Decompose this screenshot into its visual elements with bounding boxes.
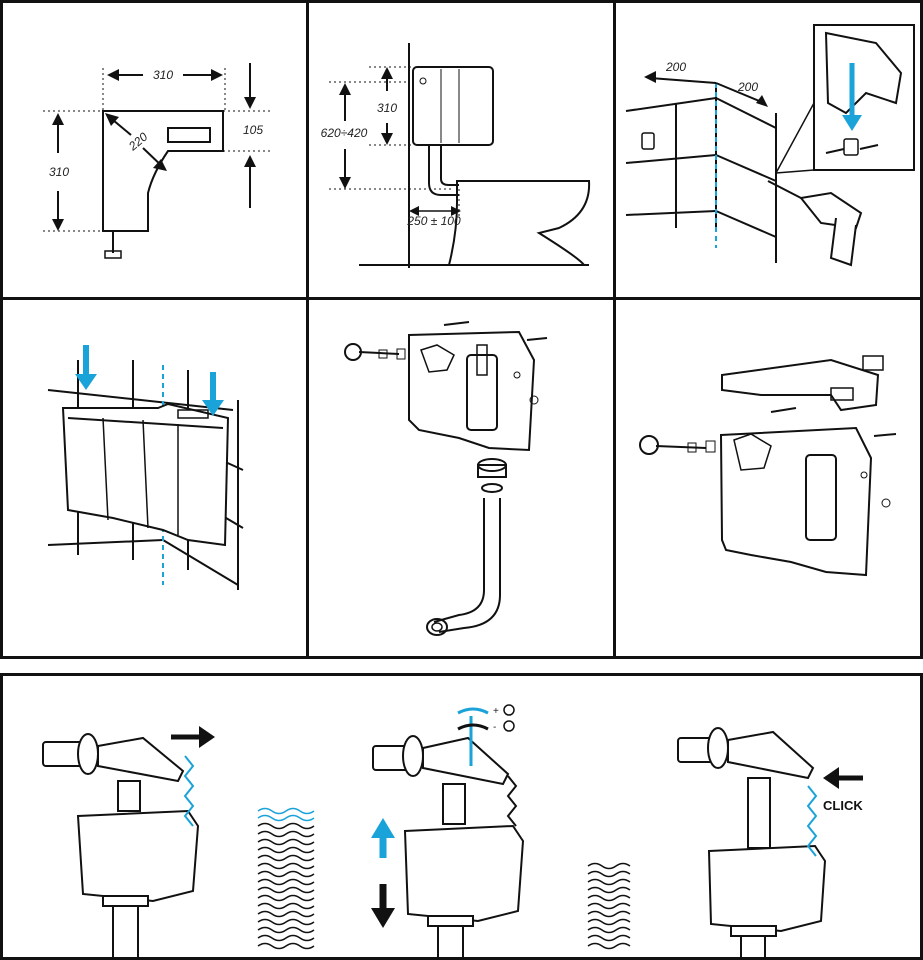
panel-fill-valve-adjustment: + - [0,673,923,960]
minus-label: - [493,722,496,733]
tile-grid [625,83,777,263]
cover-assembly-drawing [639,355,897,577]
panel-cover-assembly [613,297,923,659]
click-label: CLICK [823,798,863,813]
height-adjuster-chain [183,755,195,827]
panel-corner-dimensions: 310 310 220 105 [0,0,309,300]
water-waves-icon [587,862,631,950]
drill-icon [767,180,863,267]
toilet-elevation-drawing: 620÷420 310 250 ± 100 [321,43,591,268]
right-200-dimension: 200 [737,80,758,94]
drilling-drawing: 200 200 [625,24,915,267]
fill-valve-drawing: + - [42,704,863,957]
tank-lid [721,358,880,412]
cistern [412,66,494,146]
left-200-dimension: 200 [665,60,686,74]
panel-mount-tank [0,297,309,659]
tank-interior [408,330,536,452]
fill-valve-3 [677,727,827,957]
water-waves-icon [257,807,315,950]
depth-dimension: 105 [243,123,263,137]
tank-interior [719,426,873,577]
height-adjuster-chain [806,785,818,857]
plus-label: + [493,706,499,717]
flush-button [862,355,884,371]
flush-valve [466,354,498,431]
height-range-dimension: 620÷420 [321,126,368,140]
rotate-cw-icon [457,707,489,715]
mount-tank-drawing [47,345,244,590]
tank-height-dimension: 310 [377,101,397,115]
panel-toilet-side-view: 620÷420 310 250 ± 100 [306,0,616,300]
panel-flush-pipe [306,297,616,659]
panel-wall-drilling: 200 200 [613,0,923,300]
flush-valve [805,454,837,541]
width-dimension: 310 [153,68,173,82]
fill-valve-1 [42,733,200,957]
height-dimension: 310 [49,165,69,179]
corner-tank-dimension-drawing: 310 310 220 105 [43,63,271,259]
toilet-bowl [447,180,591,266]
offset-dimension: 250 ± 100 [406,214,461,228]
button-slot [167,127,211,143]
flush-pipe-drawing [344,321,548,636]
fill-valve-2 [372,735,525,957]
rotate-ccw-icon [457,723,489,731]
flush-pipe [433,498,485,623]
